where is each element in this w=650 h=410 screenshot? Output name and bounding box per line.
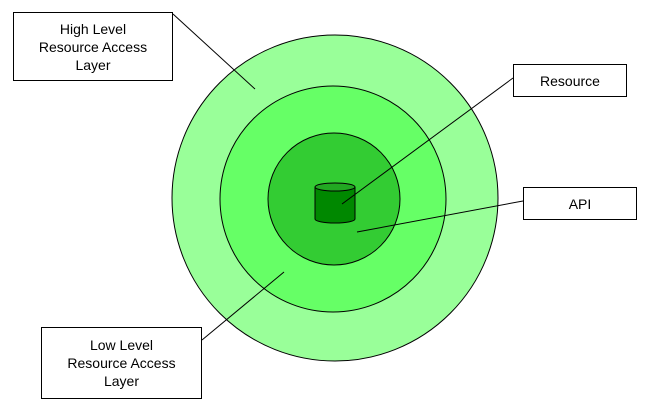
resource-label: Resource	[513, 64, 627, 97]
cylinder-body	[315, 187, 355, 219]
high-level-label-line-2: Resource Access	[38, 38, 148, 55]
leader-line-low-level	[201, 271, 285, 341]
api-label: API	[523, 187, 637, 220]
leader-line-resource	[341, 77, 514, 205]
resource-label-text: Resource	[540, 72, 600, 89]
leader-line-api	[356, 200, 524, 233]
high-level-label-line-3: Layer	[75, 56, 111, 73]
low-level-layer-label: Low Level Resource Access Layer	[41, 327, 202, 399]
cylinder-bottom	[314, 218, 356, 224]
api-label-text: API	[568, 195, 592, 212]
low-level-label-line-1: Low Level	[89, 337, 154, 353]
high-level-label-line-1: High Level	[59, 20, 127, 37]
leader-line-high-level	[172, 13, 256, 90]
high-level-layer-label: High Level Resource Access Layer	[13, 12, 173, 81]
resource-cylinder-icon	[314, 182, 356, 224]
low-level-label-line-2: Resource Access	[67, 355, 176, 371]
cylinder-top	[314, 182, 356, 192]
low-level-label-line-3: Layer	[103, 373, 140, 389]
